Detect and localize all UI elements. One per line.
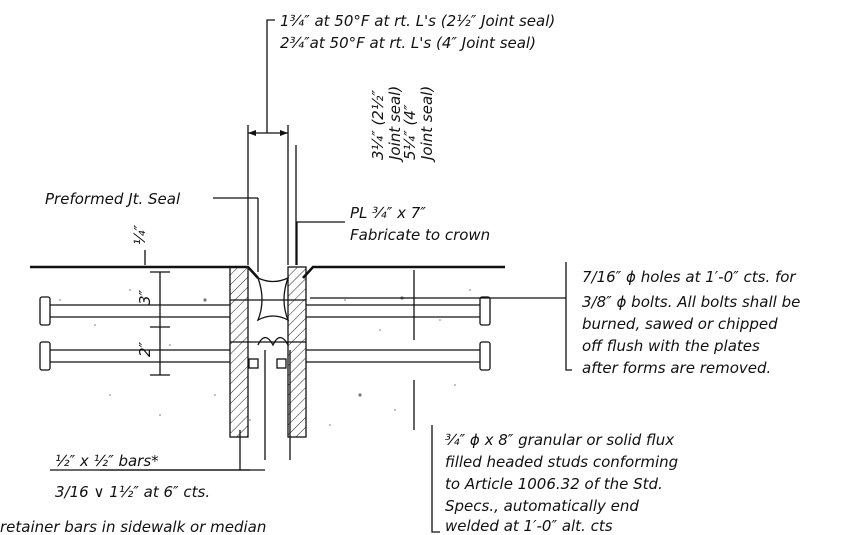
studs-note-2: filled headed studs conforming bbox=[445, 453, 678, 471]
plate-leader bbox=[296, 221, 345, 265]
gap-note-1: 1¾″ at 50°F at rt. L's (2½″ Joint seal) bbox=[280, 12, 555, 30]
retainer-bar-left bbox=[248, 358, 259, 369]
studs-note-5: welded at 1′-0″ alt. cts bbox=[445, 517, 613, 535]
depth-note-b: 5¼″ (4″ bbox=[401, 104, 419, 160]
studs-leader bbox=[431, 425, 440, 533]
gap-leader bbox=[266, 19, 275, 133]
weld-label: 3/16 ∨ 1½″ at 6″ cts. bbox=[55, 483, 210, 501]
bars-label: ½″ x ½″ bars* bbox=[55, 452, 159, 470]
depth-note-a2: Joint seal) bbox=[386, 86, 404, 163]
plate-label: PL ¾″ x 7″ bbox=[350, 204, 426, 222]
left-plate bbox=[229, 266, 249, 438]
holes-note-5: after forms are removed. bbox=[582, 359, 771, 377]
concrete-texture bbox=[59, 289, 471, 426]
holes-note-1: 7/16″ ϕ holes at 1′-0″ cts. for bbox=[582, 268, 796, 286]
seal-lower-shape bbox=[257, 336, 289, 347]
studs-note-3: to Article 1006.32 of the Std. bbox=[445, 475, 663, 493]
preformed-joint-seal bbox=[256, 276, 290, 322]
dim-2-label: 2″ bbox=[136, 341, 154, 357]
gap-note-2: 2¾″at 50°F at rt. L's (4″ Joint seal) bbox=[280, 34, 536, 52]
retainer-bar-right bbox=[276, 358, 287, 369]
dim-3-label: 3″ bbox=[136, 289, 154, 305]
holes-note-3: burned, sawed or chipped bbox=[582, 315, 778, 333]
studs-right bbox=[306, 296, 491, 371]
holes-leader bbox=[565, 262, 572, 371]
deck-surface-right-edge bbox=[302, 265, 505, 279]
studs-left bbox=[39, 296, 230, 371]
right-plate bbox=[287, 266, 307, 438]
preformed-label: Preformed Jt. Seal bbox=[45, 190, 181, 208]
studs-note-4: Specs., automatically end bbox=[445, 497, 639, 515]
studs-note-1: ¾″ ϕ x 8″ granular or solid flux bbox=[445, 431, 674, 449]
depth-note-a: 3¼″ (2½″ bbox=[369, 90, 387, 160]
depth-note-b2: Joint seal) bbox=[418, 86, 436, 163]
quarter-label: ¼″ bbox=[131, 224, 149, 245]
holes-note-2: 3/8″ ϕ bolts. All bolts shall be bbox=[582, 293, 800, 311]
gap-arrows bbox=[248, 130, 288, 136]
holes-note-4: off flush with the plates bbox=[582, 337, 760, 355]
retainer-note: retainer bars in sidewalk or median bbox=[0, 518, 266, 535]
plate-fabricate-label: Fabricate to crown bbox=[350, 226, 490, 244]
